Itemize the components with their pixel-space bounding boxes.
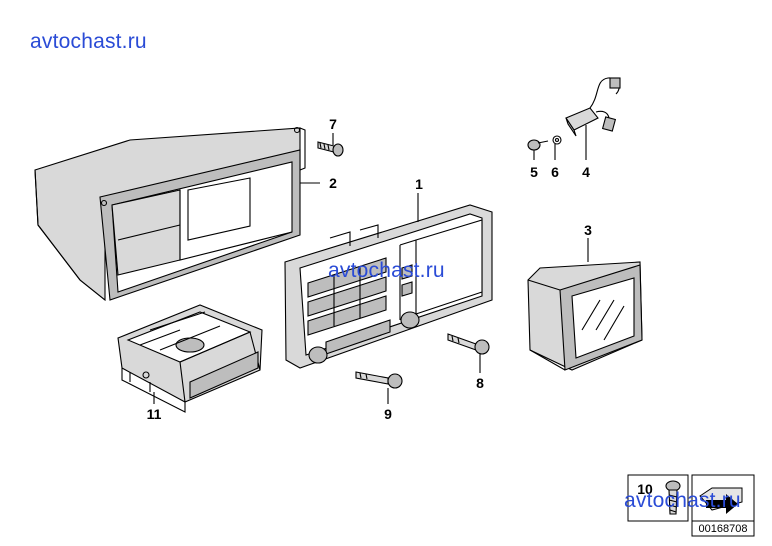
- label-part-5: 5: [530, 164, 538, 180]
- watermark-bottom-right: avtochast.ru: [624, 489, 741, 512]
- watermark-center: avtochast.ru: [328, 259, 445, 282]
- diagram-ref-number: 00168708: [699, 523, 748, 535]
- label-part-2: 2: [329, 175, 337, 191]
- part-5-bolt: [527, 139, 549, 151]
- label-part-6: 6: [551, 164, 559, 180]
- label-part-11: 11: [147, 406, 162, 422]
- part-8-knob-screw: [447, 333, 490, 355]
- part-labels: 1 2 3 4 5 6 7 8 9 11: [147, 116, 593, 422]
- part-7-screw: [317, 141, 344, 157]
- label-part-8: 8: [476, 375, 484, 391]
- label-part-7: 7: [329, 116, 337, 132]
- reference-box: 10 00168708: [627, 474, 755, 537]
- arrow-symbol-icon: [699, 487, 743, 514]
- label-part-10: 10: [637, 481, 653, 497]
- leader-lines: [153, 125, 589, 404]
- watermark-top-left: avtochast.ru: [30, 30, 147, 53]
- label-part-1: 1: [415, 176, 423, 192]
- label-part-3: 3: [584, 222, 592, 238]
- part-11-drive-mechanism: [117, 304, 263, 413]
- part-2-holder-housing: [34, 126, 306, 302]
- part-9-knob-screw: [355, 371, 403, 389]
- part-3-display-unit: [527, 261, 643, 371]
- label-part-9: 9: [384, 406, 392, 422]
- part-4-module-with-cable: [565, 77, 621, 137]
- part-6-washer: [552, 135, 562, 145]
- part-1-control-panel: [284, 204, 493, 369]
- label-part-4: 4: [582, 164, 590, 180]
